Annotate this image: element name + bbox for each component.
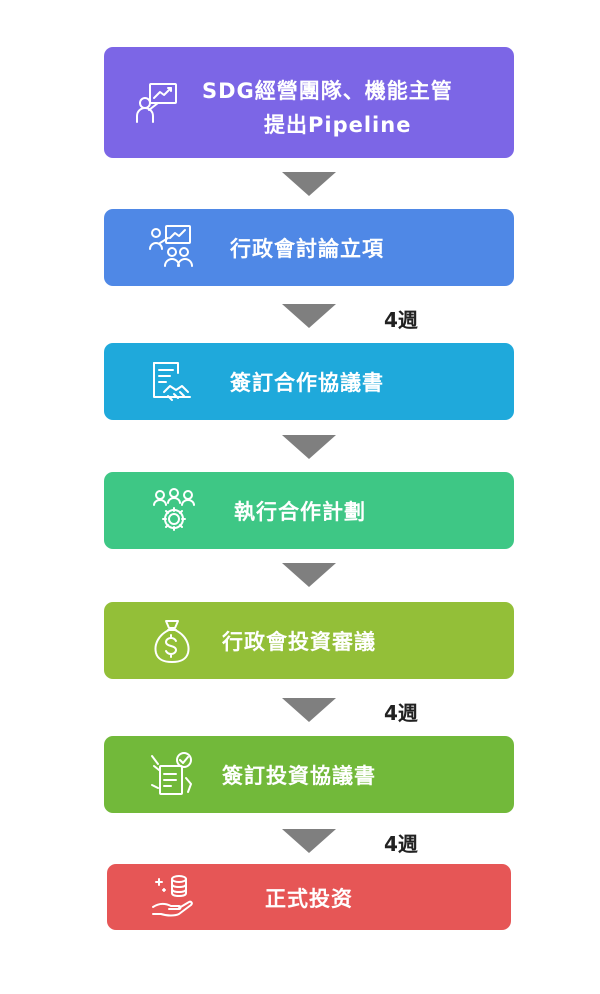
step-6-box: 簽訂投資協議書 bbox=[104, 736, 514, 813]
step-1-label-line-1: SDG經營團隊、機能主管 bbox=[202, 79, 453, 103]
team-discussion-icon bbox=[146, 223, 194, 271]
step-4-label: 執行合作計劃 bbox=[234, 500, 366, 524]
flow-arrow-6 bbox=[282, 829, 336, 853]
step-6-label: 簽訂投資協議書 bbox=[222, 764, 376, 788]
step-5-label: 行政會投資審議 bbox=[222, 630, 376, 654]
step-2-box: 行政會討論立項 bbox=[104, 209, 514, 286]
flow-arrow-3 bbox=[282, 435, 336, 459]
flow-arrow-5 bbox=[282, 698, 336, 722]
step-3-box: 簽訂合作協議書 bbox=[104, 343, 514, 420]
signed-document-icon bbox=[148, 750, 196, 798]
duration-label-1: 4週 bbox=[384, 308, 418, 332]
step-1-box: SDG經營團隊、機能主管 提出Pipeline bbox=[104, 47, 514, 158]
flow-arrow-4 bbox=[282, 563, 336, 587]
flow-arrow-2 bbox=[282, 304, 336, 328]
step-7-box: 正式投资 bbox=[107, 864, 511, 930]
step-4-box: 執行合作計劃 bbox=[104, 472, 514, 549]
step-5-box: 行政會投資審議 bbox=[104, 602, 514, 679]
duration-label-2: 4週 bbox=[384, 701, 418, 725]
coins-in-hand-icon bbox=[149, 873, 197, 921]
step-2-label: 行政會討論立項 bbox=[230, 237, 384, 261]
team-gear-icon bbox=[150, 487, 198, 535]
money-bag-icon bbox=[148, 617, 196, 665]
step-7-label: 正式投资 bbox=[265, 887, 353, 911]
contract-handshake-icon bbox=[146, 358, 194, 406]
flow-arrow-1 bbox=[282, 172, 336, 196]
duration-label-3: 4週 bbox=[384, 832, 418, 856]
step-1-label-line-2: 提出Pipeline bbox=[264, 113, 412, 137]
step-3-label: 簽訂合作協議書 bbox=[230, 371, 384, 395]
presenter-chart-icon bbox=[134, 79, 182, 127]
